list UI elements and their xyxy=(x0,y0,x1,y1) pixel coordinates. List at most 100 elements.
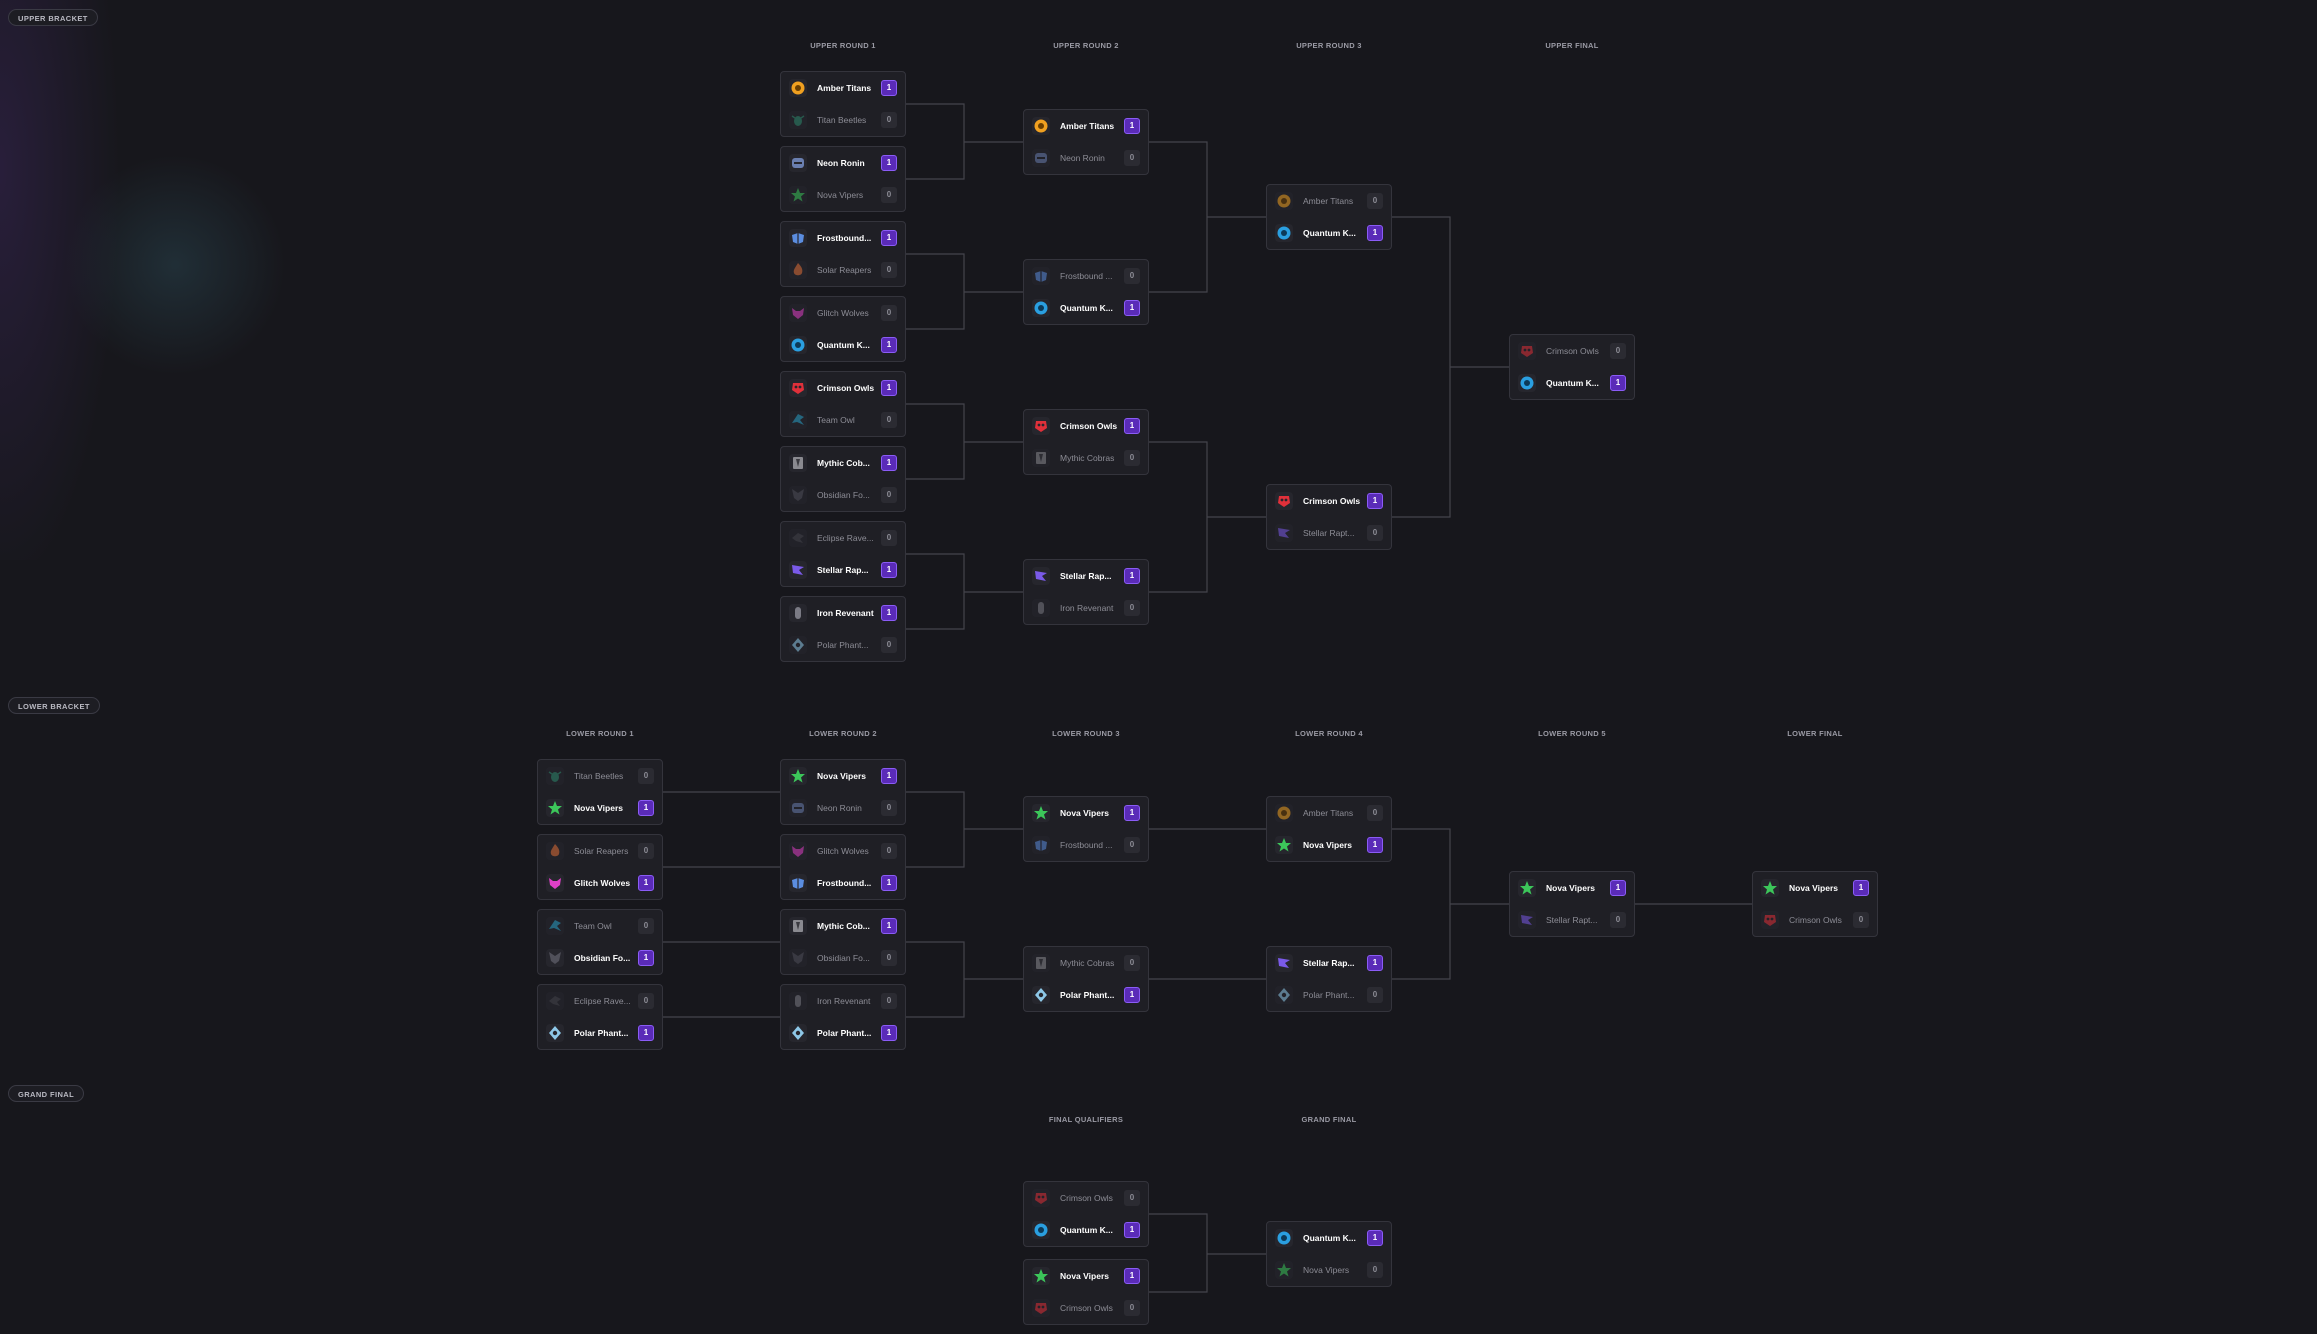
team-slot[interactable]: Frostbound...1 xyxy=(781,867,905,899)
team-slot[interactable]: Stellar Rap...1 xyxy=(1024,560,1148,592)
team-slot[interactable]: Stellar Rap...1 xyxy=(781,554,905,586)
team-slot[interactable]: Obsidian Fo...1 xyxy=(538,942,662,974)
team-slot[interactable]: Frostbound ...0 xyxy=(1024,260,1148,292)
owl-icon xyxy=(789,379,807,397)
score-badge: 0 xyxy=(881,993,897,1009)
team-slot[interactable]: Stellar Rapt...0 xyxy=(1510,904,1634,936)
team-slot[interactable]: Stellar Rapt...0 xyxy=(1267,517,1391,549)
team-slot[interactable]: Polar Phant...0 xyxy=(1267,979,1391,1011)
team-slot[interactable]: Polar Phant...0 xyxy=(781,629,905,661)
team-slot[interactable]: Mythic Cob...1 xyxy=(781,910,905,942)
team-slot[interactable]: Mythic Cob...1 xyxy=(781,447,905,479)
team-slot[interactable]: Eclipse Rave...0 xyxy=(781,522,905,554)
team-slot[interactable]: Quantum K...1 xyxy=(1510,367,1634,399)
team-slot[interactable]: Polar Phant...1 xyxy=(538,1017,662,1049)
team-slot[interactable]: Quantum K...1 xyxy=(1024,292,1148,324)
winner-score-badge: 1 xyxy=(638,800,654,816)
team-slot[interactable]: Quantum K...1 xyxy=(1024,1214,1148,1246)
team-slot[interactable]: Eclipse Rave...0 xyxy=(538,985,662,1017)
team-slot[interactable]: Polar Phant...1 xyxy=(1024,979,1148,1011)
team-slot[interactable]: Frostbound ...0 xyxy=(1024,829,1148,861)
team-name: Nova Vipers xyxy=(1789,883,1838,893)
team-slot[interactable]: Quantum K...1 xyxy=(1267,1222,1391,1254)
team-slot[interactable]: Frostbound...1 xyxy=(781,222,905,254)
team-slot[interactable]: Polar Phant...1 xyxy=(781,1017,905,1049)
team-slot[interactable]: Quantum K...1 xyxy=(1267,217,1391,249)
team-slot[interactable]: Quantum K...1 xyxy=(781,329,905,361)
team-slot[interactable]: Obsidian Fo...0 xyxy=(781,942,905,974)
team-slot[interactable]: Stellar Rap...1 xyxy=(1267,947,1391,979)
team-slot[interactable]: Obsidian Fo...0 xyxy=(781,479,905,511)
